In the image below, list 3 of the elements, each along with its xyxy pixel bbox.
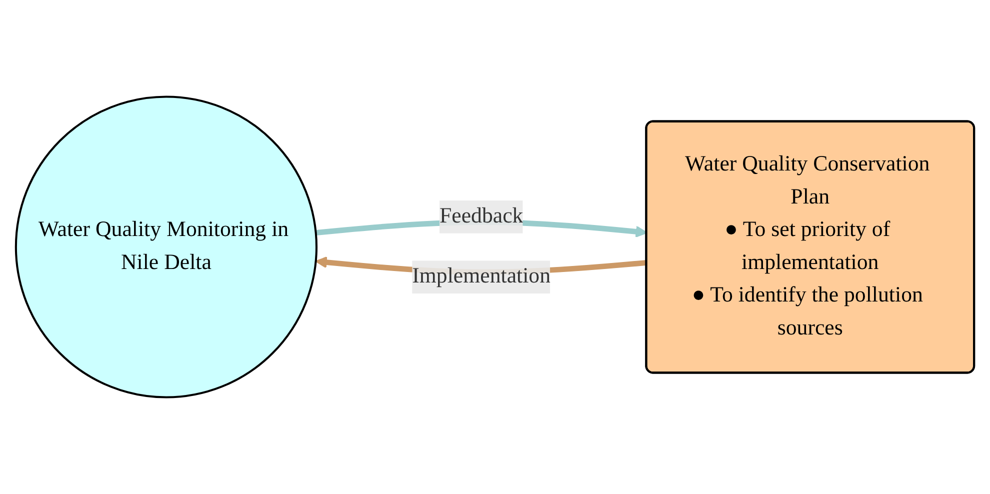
node-circle: Water Quality Monitoring in Nile Delta [14,96,318,398]
edge-label: Implementation [412,264,551,288]
edge-label: Feedback [439,204,524,228]
